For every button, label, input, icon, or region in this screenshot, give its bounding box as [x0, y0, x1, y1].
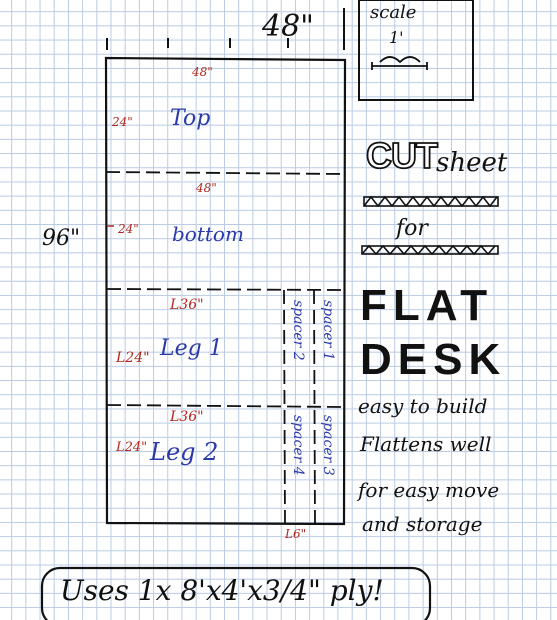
scale-bar	[371, 56, 428, 70]
spacer-width-label: L6"	[285, 527, 307, 541]
leg2-width-label: L36"	[170, 409, 204, 425]
title-for: for	[396, 216, 428, 241]
note-line-3: for easy move	[358, 478, 500, 502]
leg2-height-label: L24"	[116, 440, 148, 455]
leg1-piece-label: Leg 1	[160, 336, 223, 361]
title-flat: FLAT	[360, 281, 494, 330]
scale-title: scale	[370, 2, 417, 23]
footer-note: Uses 1x 8'x4'x3/4" ply!	[60, 574, 384, 607]
leg2-piece-label: Leg 2	[150, 438, 219, 466]
sheet-height-label: 96"	[42, 226, 81, 251]
footer-box	[40, 566, 432, 620]
note-line-2: Flattens well	[360, 432, 492, 456]
spacer-4-label: spacer 4	[290, 415, 306, 476]
spacer-3-label: spacer 3	[320, 415, 336, 476]
plywood-sheet-outline	[104, 56, 347, 526]
sheet-width-label: 48"	[262, 9, 314, 44]
note-line-1: easy to build	[358, 394, 488, 418]
spacer-2-label: spacer 2	[290, 300, 306, 361]
decorative-bars	[361, 195, 499, 256]
top-height-label: 24"	[112, 115, 133, 129]
title-sheet: sheet	[436, 148, 508, 178]
spacer-1-label: spacer 1	[320, 300, 336, 361]
leg1-width-label: L36"	[170, 297, 204, 313]
top-piece-label: Top	[170, 106, 211, 131]
bottom-width-label: 48"	[196, 181, 217, 195]
bottom-height-label: 24"	[118, 222, 139, 236]
note-line-4: and storage	[362, 512, 483, 536]
title-desk: DESK	[360, 335, 507, 384]
top-width-label: 48"	[192, 65, 213, 79]
scale-unit: 1'	[389, 28, 404, 47]
bottom-piece-label: bottom	[172, 222, 244, 246]
scale-box-frame	[358, 0, 474, 101]
width-dimension-ticks	[106, 8, 345, 50]
leg1-height-label: L24"	[116, 350, 150, 366]
title-cut: CUT	[365, 135, 439, 176]
